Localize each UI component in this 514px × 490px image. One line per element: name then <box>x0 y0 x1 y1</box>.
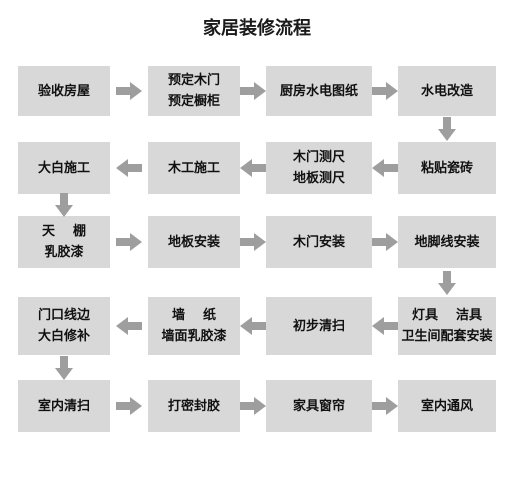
flow-step: 厨房水电图纸 <box>266 66 372 116</box>
flow-step-label: 墙 纸 <box>171 308 217 323</box>
arrow-left-icon <box>240 317 266 335</box>
arrow-down-icon <box>438 117 456 141</box>
flow-step: 家具窗帘 <box>266 380 372 432</box>
flow-step: 水电改造 <box>398 66 496 116</box>
flow-step-label: 木门安装 <box>292 234 345 250</box>
flow-step-label: 厨房水电图纸 <box>279 83 358 99</box>
flow-step-label: 灯具 洁具 <box>411 308 483 323</box>
arrow-right-icon <box>240 82 266 100</box>
flow-step-label: 验收房屋 <box>37 83 90 99</box>
flow-step-label: 门口线边 <box>37 308 90 323</box>
arrow-right-icon <box>372 233 398 251</box>
flow-step-label: 木工施工 <box>167 160 220 176</box>
flow-step-label: 预定橱柜 <box>167 94 220 109</box>
flow-step-label: 家具窗帘 <box>292 398 345 414</box>
flow-step: 室内通风 <box>398 380 496 432</box>
arrow-right-icon <box>116 233 142 251</box>
flow-step-label: 乳胶漆 <box>44 245 84 260</box>
flow-step: 木门安装 <box>266 216 372 268</box>
flow-step-label: 大白修补 <box>37 329 90 344</box>
arrow-right-icon <box>372 82 398 100</box>
flow-step-label: 大白施工 <box>37 160 90 176</box>
arrow-right-icon <box>372 397 398 415</box>
flow-step: 大白施工 <box>18 142 110 194</box>
arrow-left-icon <box>372 317 398 335</box>
page-title: 家居装修流程 <box>203 18 311 39</box>
flow-step: 验收房屋 <box>18 66 110 116</box>
flow-step-label: 地板安装 <box>167 234 220 250</box>
flow-step-label: 室内通风 <box>420 398 473 414</box>
flow-step-label: 预定木门 <box>167 73 220 88</box>
arrow-right-icon <box>116 397 142 415</box>
flow-step-label: 打密封胶 <box>167 398 220 414</box>
flow-step: 木工施工 <box>148 142 240 194</box>
flow-step: 室内清扫 <box>18 380 110 432</box>
flow-step: 门口线边大白修补 <box>18 297 110 355</box>
flow-step: 灯具 洁具卫生间配套安装 <box>398 297 496 355</box>
flow-step-label: 水电改造 <box>420 83 473 99</box>
arrow-right-icon <box>240 397 266 415</box>
flow-step: 天 棚乳胶漆 <box>18 216 110 268</box>
flow-step: 地脚线安装 <box>398 216 496 268</box>
flow-step-label: 天 棚 <box>41 224 87 239</box>
flow-step: 打密封胶 <box>148 380 240 432</box>
flow-step-label: 木门测尺 <box>292 150 345 165</box>
flow-step-label: 地脚线安装 <box>414 234 480 250</box>
flow-step-label: 粘贴瓷砖 <box>420 160 473 176</box>
flow-step: 粘贴瓷砖 <box>398 142 496 194</box>
arrow-left-icon <box>116 317 142 335</box>
flow-step: 墙 纸墙面乳胶漆 <box>148 297 240 355</box>
flow-step-label: 地板测尺 <box>292 171 345 186</box>
flow-step-label: 初步清扫 <box>292 318 345 334</box>
arrow-right-icon <box>240 233 266 251</box>
arrow-left-icon <box>372 159 398 177</box>
arrow-down-icon <box>438 270 456 295</box>
flow-step-label: 墙面乳胶漆 <box>161 329 227 344</box>
arrow-left-icon <box>116 159 142 177</box>
arrow-down-icon <box>55 193 73 217</box>
flow-step: 木门测尺地板测尺 <box>266 142 372 194</box>
flow-step: 地板安装 <box>148 216 240 268</box>
flow-step: 预定木门预定橱柜 <box>148 66 240 116</box>
flow-step-label: 室内清扫 <box>37 398 90 414</box>
arrow-left-icon <box>240 159 266 177</box>
flow-step-label: 卫生间配套安装 <box>401 329 493 344</box>
flow-step: 初步清扫 <box>266 297 372 355</box>
arrow-right-icon <box>116 82 142 100</box>
arrow-down-icon <box>55 355 73 380</box>
